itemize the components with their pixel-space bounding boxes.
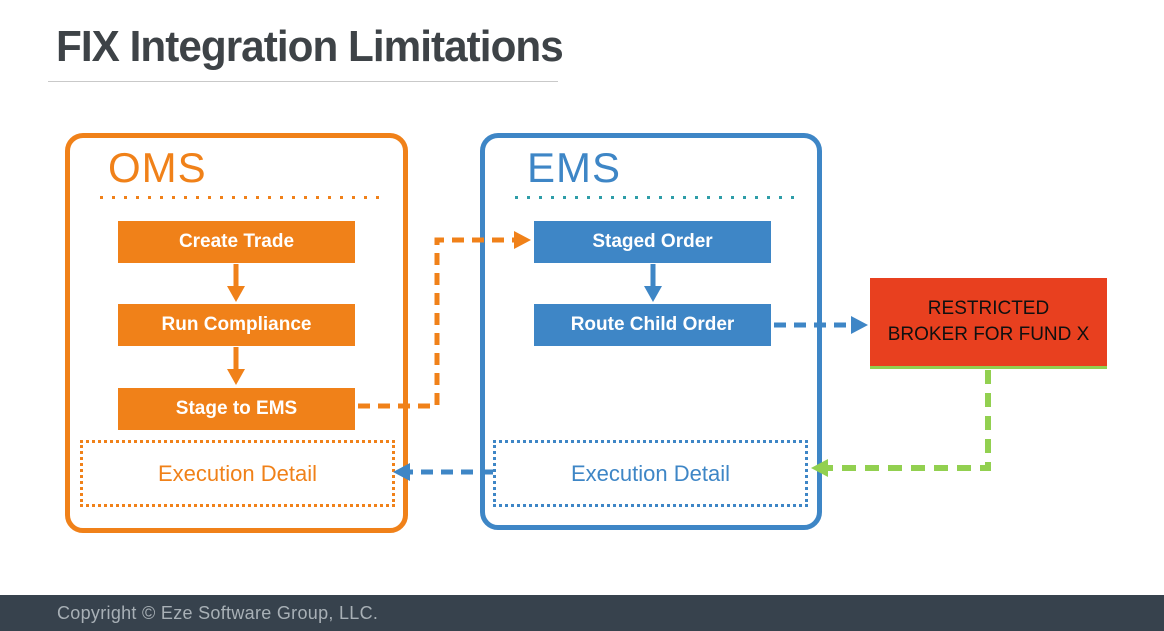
step-run-compliance: Run Compliance xyxy=(118,304,355,346)
footer-bar: Copyright © Eze Software Group, LLC. xyxy=(0,595,1164,631)
ems-execution-detail-label: Execution Detail xyxy=(571,460,730,486)
page-title: FIX Integration Limitations xyxy=(56,22,564,71)
ems-dotted-separator xyxy=(515,196,797,199)
oms-execution-detail-label: Execution Detail xyxy=(158,460,317,486)
restricted-broker-line2: BROKER FOR FUND X xyxy=(887,324,1090,345)
step-stage-to-ems: Stage to EMS xyxy=(118,388,355,430)
ems-execution-detail-box: Execution Detail xyxy=(493,440,808,507)
arrowhead-route-child-order-to-restricted-broker xyxy=(851,316,868,334)
oms-group-label: OMS xyxy=(108,144,207,191)
connector-restricted-broker-to-ems-execution-detail xyxy=(828,370,991,471)
copyright-text: Copyright © Eze Software Group, LLC. xyxy=(57,602,379,623)
restricted-broker-line1: RESTRICTED xyxy=(927,298,1050,319)
step-create-trade: Create Trade xyxy=(118,221,355,263)
restricted-broker-box: RESTRICTED BROKER FOR FUND X xyxy=(870,278,1107,369)
step-staged-order: Staged Order xyxy=(534,221,771,263)
step-route-child-order: Route Child Order xyxy=(534,304,771,346)
ems-group-label: EMS xyxy=(527,144,622,191)
oms-execution-detail-box: Execution Detail xyxy=(80,440,395,507)
oms-dotted-separator xyxy=(100,196,386,199)
title-underline xyxy=(48,81,558,82)
